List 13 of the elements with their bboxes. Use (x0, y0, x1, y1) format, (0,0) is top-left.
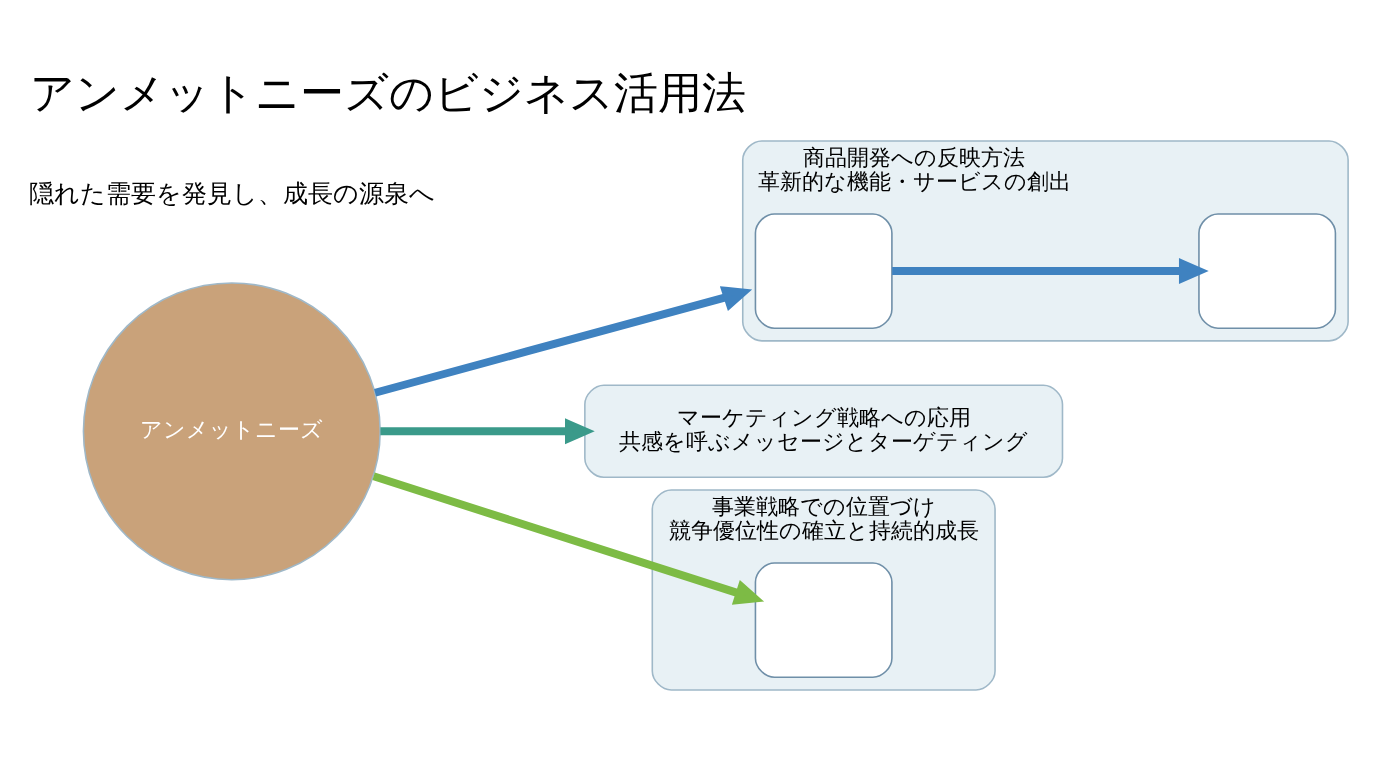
arrow (892, 257, 1209, 284)
cluster: 商品開発への反映方法 革新的な機能・サービスの創出 (741, 139, 1349, 342)
node-box (754, 561, 893, 678)
arrow (374, 285, 753, 397)
node-circle: アンメットニーズ (82, 281, 381, 580)
diagram-title: アンメットニーズのビジネス活用法 (30, 66, 747, 118)
arrow (372, 472, 765, 605)
arrow (380, 417, 595, 444)
node-box (754, 212, 893, 329)
cluster: 事業戦略での位置づけ 競争優位性の確立と持続的成長 (651, 488, 996, 691)
node-box: マーケティング戦略への応用 共感を呼ぶメッセージとターゲティング (584, 384, 1064, 478)
label: 隠れた需要を発見し、成長の源泉へ (28, 177, 435, 208)
node-box (1198, 212, 1337, 329)
